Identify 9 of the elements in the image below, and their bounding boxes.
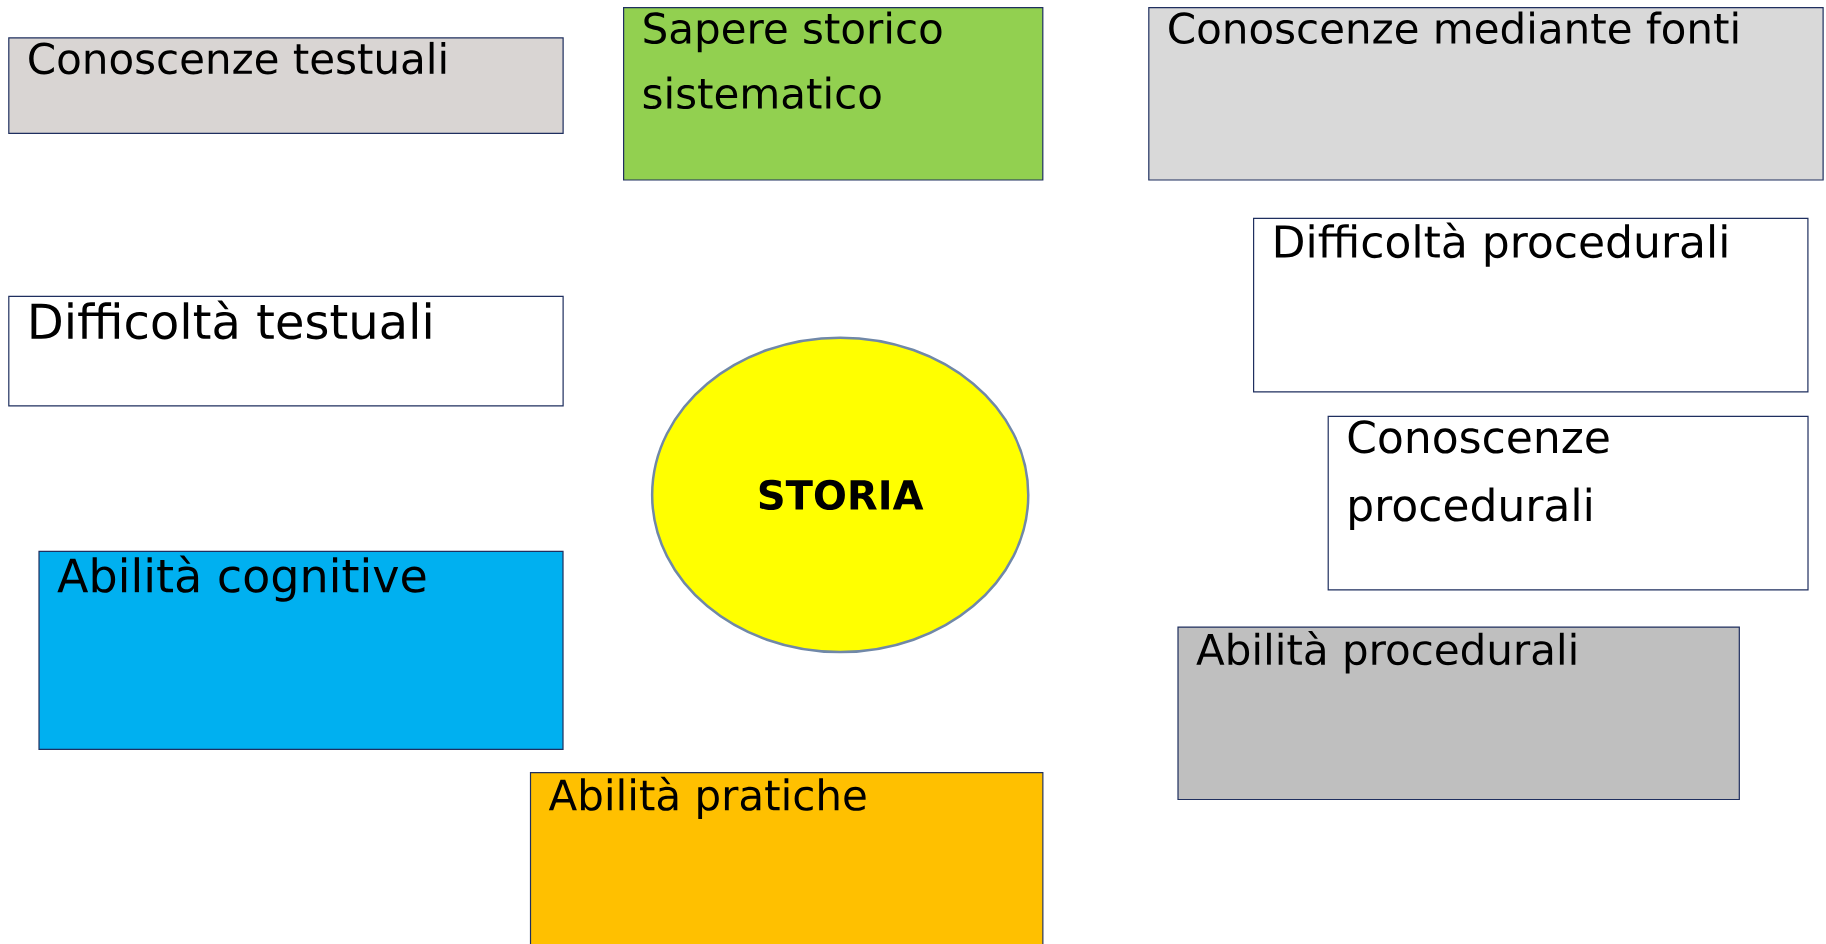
label-box: Sapere storico sistematico — [623, 7, 1044, 181]
label-box: Conoscenze procedurali — [1327, 415, 1809, 591]
label-box: Abilità procedurali — [1177, 626, 1740, 801]
label-box: Conoscenze testuali — [8, 37, 564, 134]
label-box: Conoscenze mediante fonti — [1148, 7, 1824, 181]
label-box: Abilità pratiche — [529, 772, 1044, 944]
label-box: Difficoltà procedurali — [1253, 217, 1809, 393]
label-box: Abilità cognitive — [38, 550, 564, 750]
label-box: Difficoltà testuali — [8, 295, 564, 407]
